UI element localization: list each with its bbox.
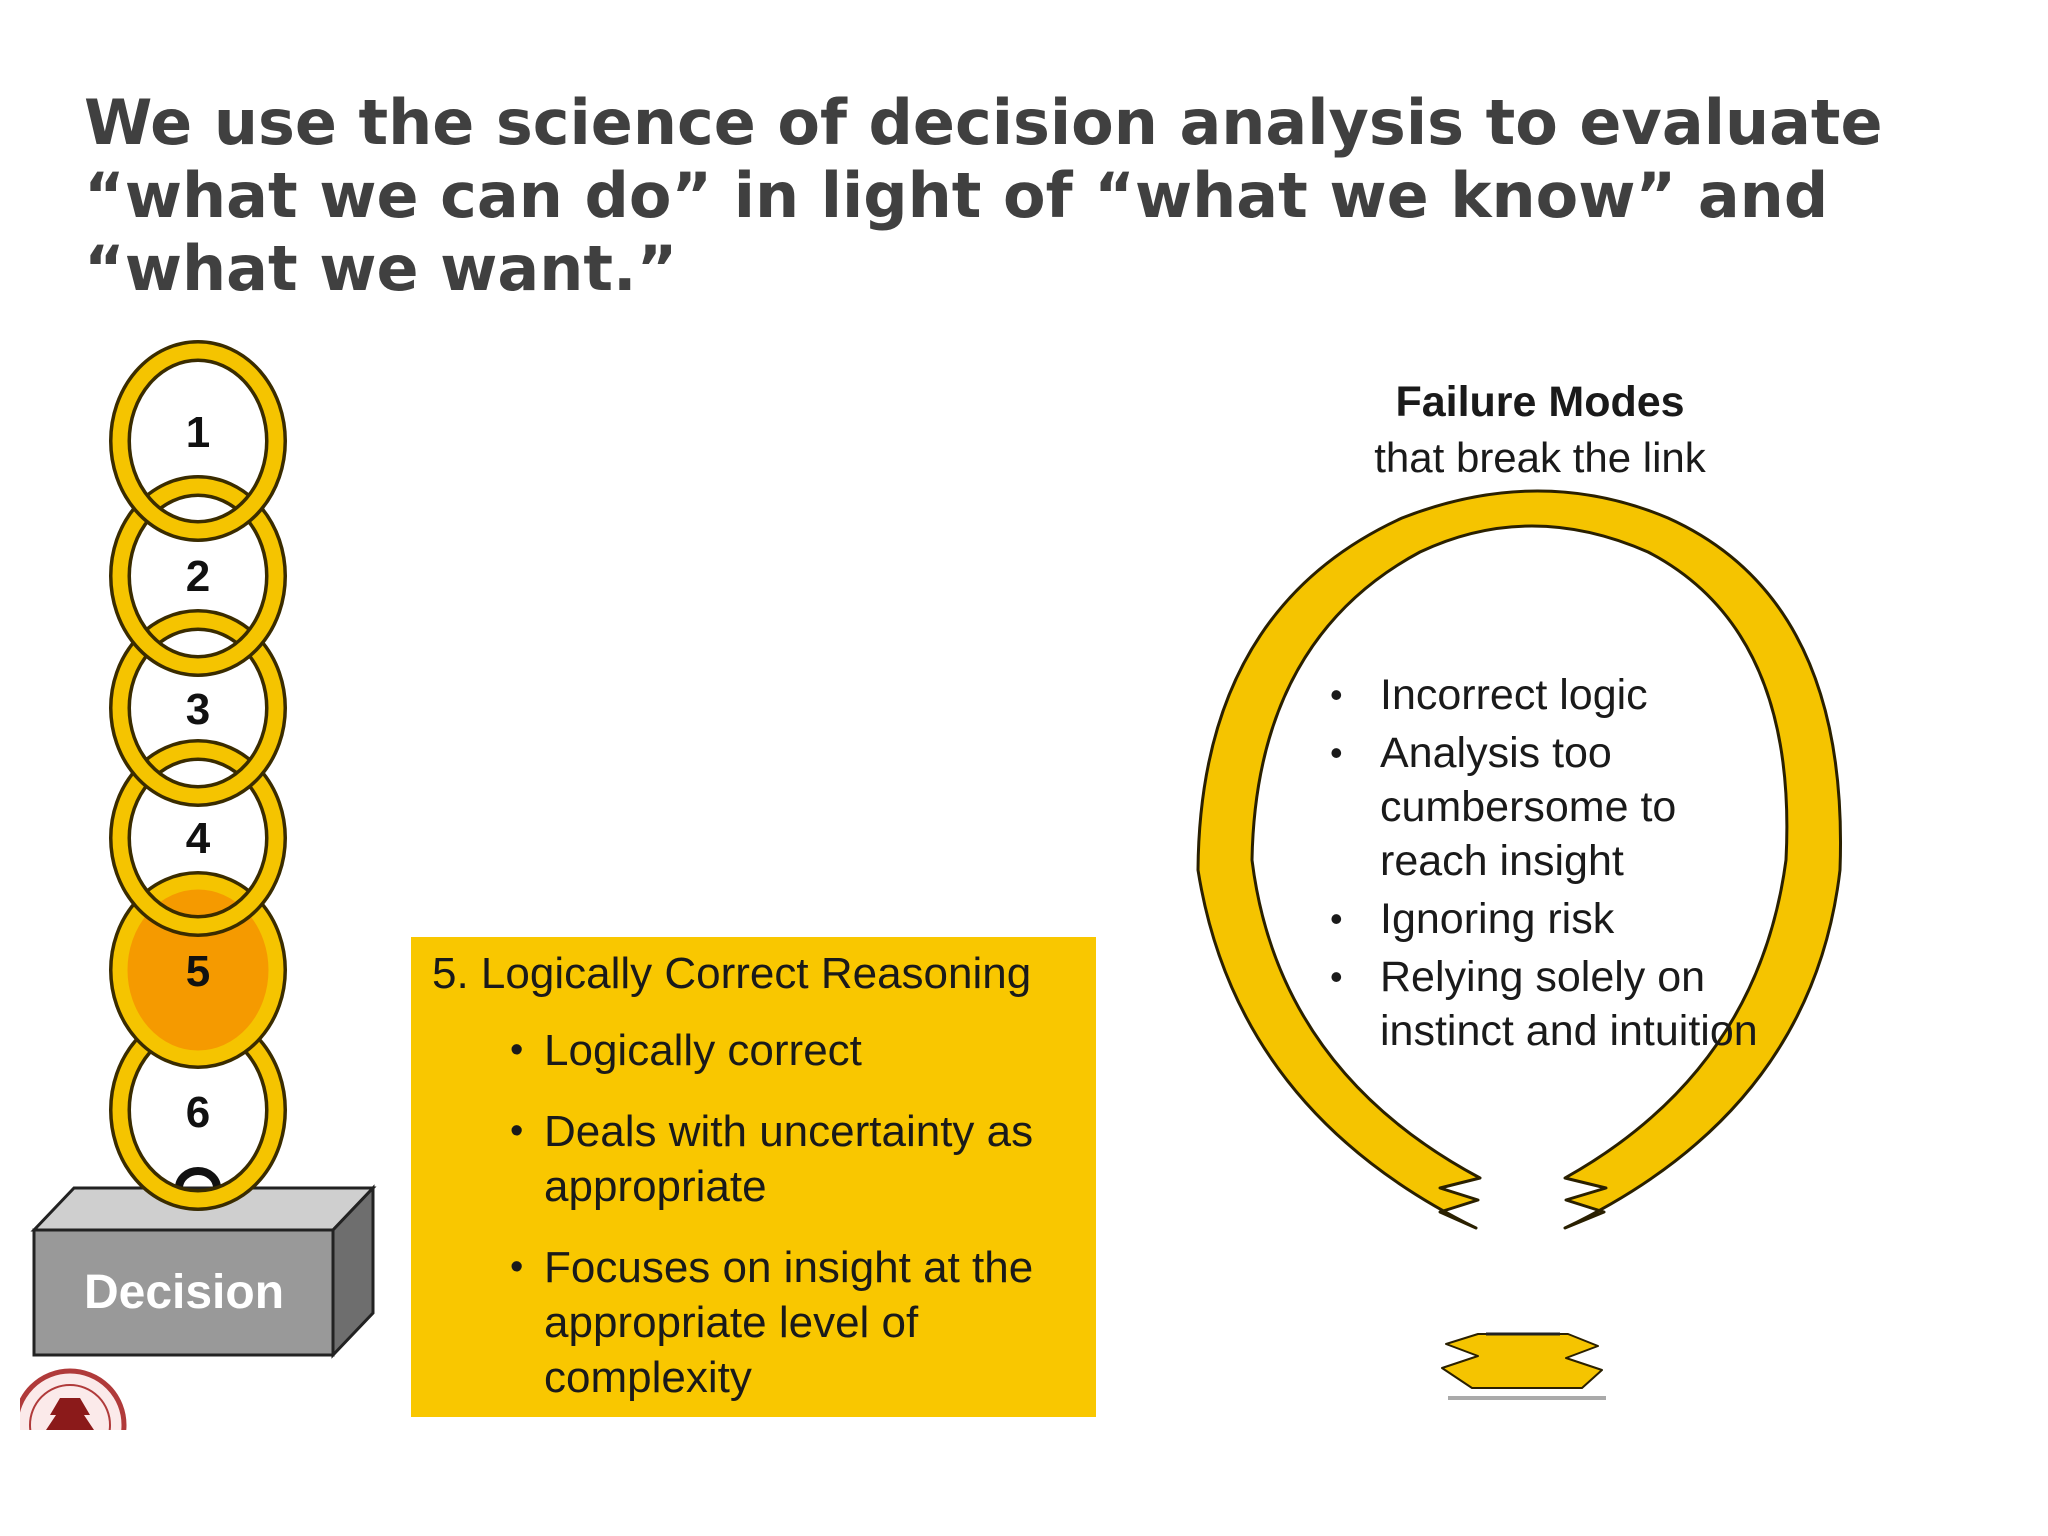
university-seal-icon [20, 1368, 127, 1430]
detail-item: • Deals with uncertainty as appropriate [432, 1104, 1096, 1214]
failure-item: • Analysis too cumbersome to reach insigh… [1318, 726, 1778, 888]
ring-chain: 1 2 3 4 5 6 [109, 340, 287, 1211]
detail-item: • Focuses on insight at the appropriate l… [432, 1240, 1096, 1405]
failure-item-text: Ignoring risk [1380, 895, 1615, 943]
title-line-2: “what we can do” in light of “what we kn… [84, 159, 1829, 232]
decision-block: Decision [30, 1184, 377, 1359]
ring-label-5: 5 [186, 947, 210, 996]
detail-item-text: Deals with uncertainty as appropriate [544, 1107, 1034, 1211]
bullet-icon: • [1330, 732, 1343, 773]
chain-ring-4 [112, 742, 284, 934]
failure-modes-title: Failure Modes [1395, 378, 1685, 426]
broken-link-fragment [1441, 1333, 1603, 1389]
decision-label: Decision [84, 1266, 284, 1319]
failure-item: • Incorrect logic [1318, 668, 1778, 722]
detail-heading: 5. Logically Correct Reasoning [432, 949, 1032, 998]
chain-ring-2 [112, 478, 284, 674]
ring-label-4: 4 [186, 814, 211, 863]
detail-item-text: Focuses on insight at the appropriate le… [544, 1243, 1034, 1402]
failure-item: • Ignoring risk [1318, 892, 1778, 946]
failure-modes-list: • Incorrect logic • Analysis too cumbersom… [1318, 668, 1778, 1062]
detail-item: • Logically correct [432, 1023, 1096, 1078]
failure-modes-subtitle: that break the link [1374, 434, 1706, 481]
failure-item: • Relying solely on instinct and intuitio… [1318, 950, 1778, 1058]
bullet-icon: • [1330, 956, 1343, 997]
detail-list: • Logically correct • Deals with uncertain… [432, 1023, 1096, 1405]
detail-item-text: Logically correct [544, 1026, 862, 1075]
chain-ring-3 [112, 612, 284, 804]
failure-item-text: Incorrect logic [1380, 671, 1648, 719]
bullet-icon: • [510, 1110, 524, 1152]
bullet-icon: • [510, 1029, 524, 1071]
ring-label-2: 2 [186, 552, 210, 601]
ring-label-3: 3 [186, 685, 210, 734]
bullet-icon: • [510, 1246, 524, 1288]
failure-item-text: Analysis too cumbersome to reach insight [1380, 729, 1677, 885]
ring-label-1: 1 [186, 408, 210, 457]
bullet-icon: • [1330, 674, 1343, 715]
broken-link-icon [1196, 489, 1843, 1400]
failure-item-text: Relying solely on instinct and intuition [1380, 953, 1758, 1055]
detail-box: 5. Logically Correct Reasoning • Logicall… [411, 937, 1096, 1417]
title-line-1: We use the science of decision analysis … [84, 86, 1883, 159]
title-line-3: “what we want.” [84, 232, 678, 305]
ring-label-6: 6 [186, 1088, 210, 1137]
chain-ring-1 [112, 343, 284, 539]
bullet-icon: • [1330, 898, 1343, 939]
slide-title: We use the science of decision analysis … [84, 86, 1984, 305]
